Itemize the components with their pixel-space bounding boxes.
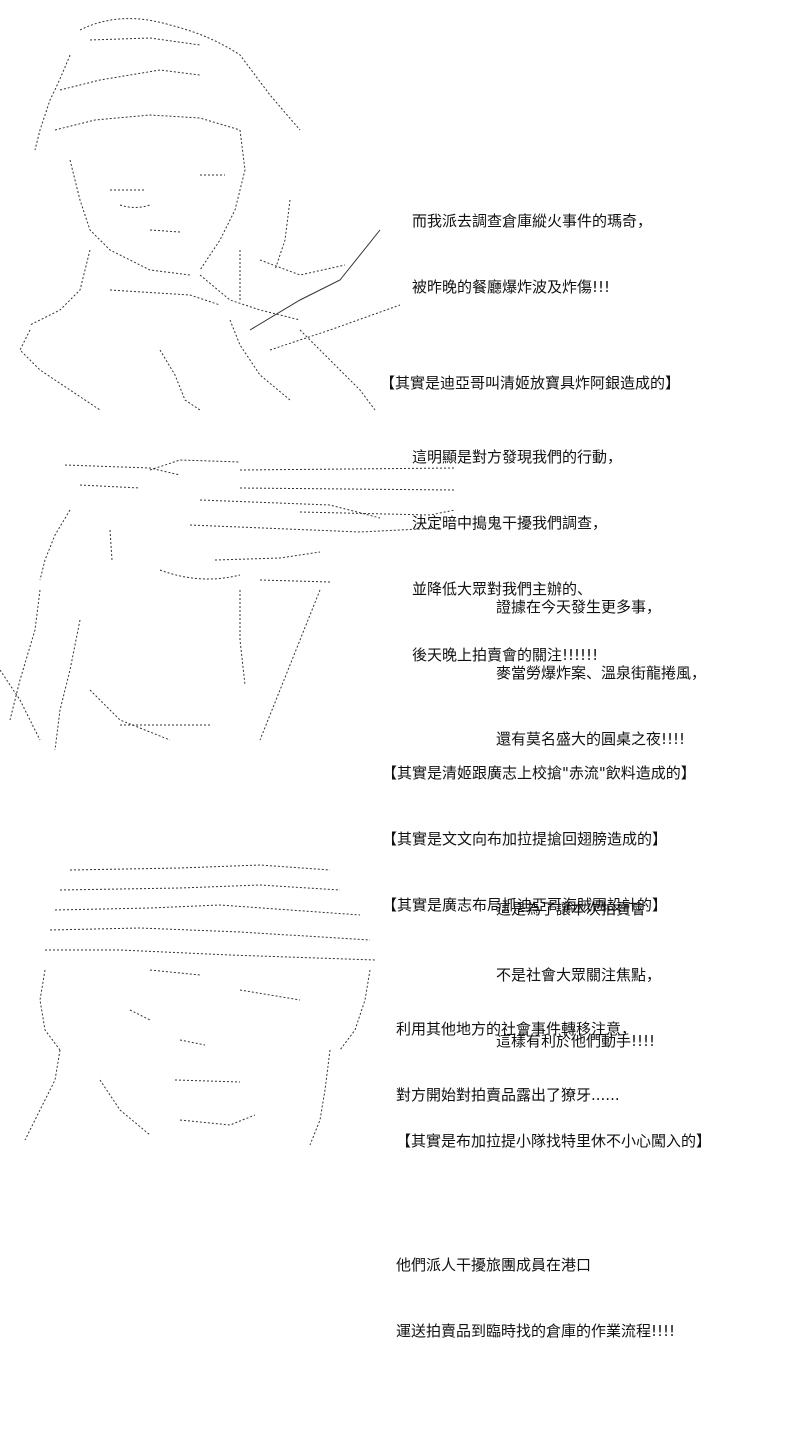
text-line: 這明顯是對方發現我們的行動， <box>412 448 623 466</box>
paragraph-1-1: 而我派去調查倉庫縱火事件的瑪奇， 被昨晚的餐廳爆炸波及炸傷!!! <box>412 166 652 342</box>
text-line: 利用其他地方的社會事件轉移注意， <box>396 1020 637 1038</box>
text-line: 被昨晚的餐廳爆炸波及炸傷!!! <box>412 278 611 296</box>
ascii-art-drawing-2 <box>0 459 456 751</box>
paragraph-3-1: 利用其他地方的社會事件轉移注意， 對方開始對拍賣品露出了獠牙...... <box>396 974 675 1150</box>
text-line: 他們派人干擾旅團成員在港口 <box>396 1256 592 1274</box>
aside-note: 【其實是廣志布局抓迪亞哥海賊團設計的】 <box>382 896 668 914</box>
aside-note: 【其實是清姬跟廣志上校搶"赤流"飲料造成的】 <box>382 764 696 782</box>
paragraph-2-1: 證據在今天發生更多事， 麥當勞爆炸案、溫泉街龍捲風， 還有莫名盛大的圓桌之夜!!… <box>496 552 706 794</box>
aside-note: 【其實是布加拉提小隊找特里休不小心闖入的】 <box>396 1132 712 1150</box>
panel-2: 證據在今天發生更多事， 麥當勞爆炸案、溫泉街龍捲風， 還有莫名盛大的圓桌之夜!!… <box>0 440 800 1050</box>
panel-1: 而我派去調查倉庫縱火事件的瑪奇， 被昨晚的餐廳爆炸波及炸傷!!! 這明顯是對方發… <box>0 0 800 664</box>
text-line: 這是為了讓本次拍賣會 <box>496 900 647 918</box>
panel-3: 利用其他地方的社會事件轉移注意， 對方開始對拍賣品露出了獠牙...... 他們派… <box>0 850 800 1340</box>
paragraph-2-2: 這是為了讓本次拍賣會 不是社會大眾關注焦點， 這樣有利於他們動手!!!! <box>496 854 706 1096</box>
text-line: 後天晚上拍賣會的關注!!!!!! <box>412 646 599 664</box>
aside-note-panel-1: 【其實是迪亞哥叫清姬放寶具炸阿銀造成的】 <box>380 328 680 438</box>
text-line: 不是社會大眾關注焦點， <box>496 966 662 984</box>
text-line: 麥當勞爆炸案、溫泉街龍捲風， <box>496 664 707 682</box>
paragraph-1-2: 這明顯是對方發現我們的行動， 決定暗中搗鬼干擾我們調查， 並降低大眾對我們主辦的… <box>412 402 652 710</box>
aside-note: 【其實是迪亞哥叫清姬放寶具炸阿銀造成的】 <box>380 374 681 392</box>
text-line: 而我派去調查倉庫縱火事件的瑪奇， <box>412 212 653 230</box>
text-line: 對方開始對拍賣品露出了獠牙...... <box>396 1086 620 1104</box>
ascii-art-drawing-3 <box>24 864 376 1146</box>
ascii-art-drawing-1 <box>19 18 401 411</box>
narration-panel-2: 證據在今天發生更多事， 麥當勞爆炸案、溫泉街龍捲風， 還有莫名盛大的圓桌之夜!!… <box>496 508 706 1156</box>
text-line: 還有莫名盛大的圓桌之夜!!!! <box>496 730 686 748</box>
text-line: 並降低大眾對我們主辦的、 <box>412 580 593 598</box>
aside-note: 【其實是文文向布加拉提搶回翅膀造成的】 <box>382 830 668 848</box>
text-line: 這樣有利於他們動手!!!! <box>496 1032 656 1050</box>
ascii-art-figure-1 <box>0 0 420 420</box>
narration-panel-1: 而我派去調查倉庫縱火事件的瑪奇， 被昨晚的餐廳爆炸波及炸傷!!! 這明顯是對方發… <box>412 122 652 770</box>
aside-note-panel-3: 【其實是布加拉提小隊找特里休不小心闖入的】 <box>396 1086 711 1196</box>
ascii-art-figure-2 <box>0 440 470 760</box>
text-line: 決定暗中搗鬼干擾我們調查， <box>412 514 608 532</box>
paragraph-3-2: 他們派人干擾旅團成員在港口 運送拍賣品到臨時找的倉庫的作業流程!!!! <box>396 1210 675 1386</box>
text-line: 證據在今天發生更多事， <box>496 598 662 616</box>
ascii-art-figure-3 <box>0 850 390 1150</box>
text-line: 運送拍賣品到臨時找的倉庫的作業流程!!!! <box>396 1322 676 1340</box>
aside-notes-panel-2: 【其實是清姬跟廣志上校搶"赤流"飲料造成的】 【其實是文文向布加拉提搶回翅膀造成… <box>382 718 696 960</box>
